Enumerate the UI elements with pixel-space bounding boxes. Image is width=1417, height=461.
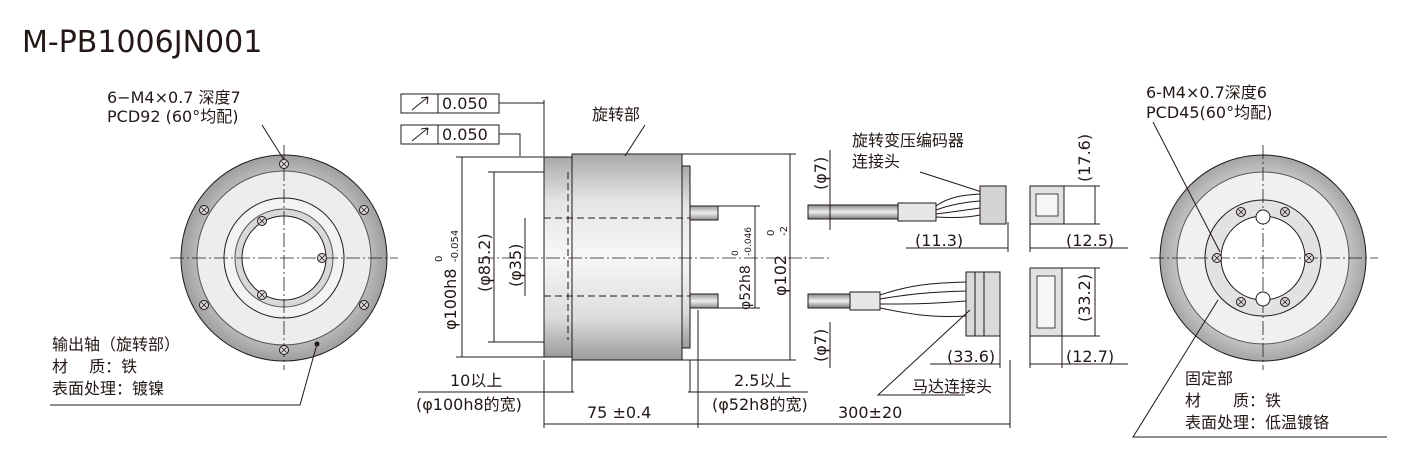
svg-text:0: 0 xyxy=(434,256,445,262)
side-view: 0.050 0.050 旋转部 φ100h8 0 xyxy=(400,93,1011,428)
back-callout-line1: 6-M4×0.7深度6 xyxy=(1146,83,1267,102)
resolver-cable xyxy=(807,204,899,220)
back-pin-holes xyxy=(1255,209,1271,307)
tolerance-frame-2: 0.050 xyxy=(400,124,521,156)
back-callout-leader xyxy=(1152,121,1221,253)
motor-connector-leader xyxy=(876,309,971,396)
dim-cable-length: 300±20 xyxy=(698,360,1011,428)
dim-min2-5: 2.5以上 (φ52h8的宽) xyxy=(688,371,808,414)
dim-phi7-top: (φ7) xyxy=(811,157,830,190)
svg-text:(12.7): (12.7) xyxy=(1066,347,1114,366)
front-callout-line1: 6−M4×0.7 深度7 xyxy=(107,88,241,107)
resolver-leader xyxy=(919,171,986,194)
svg-text:(17.6): (17.6) xyxy=(1075,134,1094,182)
dim-52h8: φ52h8 0 -0.046 xyxy=(718,205,760,310)
back-callout-line2: PCD45(60°均配) xyxy=(1146,103,1272,122)
svg-text:-2: -2 xyxy=(779,226,790,236)
dim-33-2: (33.2) xyxy=(1062,267,1100,337)
svg-text:(φ100h8的宽): (φ100h8的宽) xyxy=(416,395,522,414)
front-note-line3: 表面处理：镀镍 xyxy=(52,379,164,398)
dim-min10: 10以上 (φ100h8的宽) xyxy=(416,371,574,414)
svg-text:(φ52h8的宽): (φ52h8的宽) xyxy=(712,395,808,414)
front-note-line1: 输出轴（旋转部） xyxy=(52,335,180,354)
motor-cable xyxy=(807,293,851,309)
dim-35: (φ35) xyxy=(506,218,526,296)
motor-sleeve xyxy=(849,291,881,311)
front-view: 6−M4×0.7 深度7 PCD92 (60°均配) 输出轴（旋转部） 材 质：… xyxy=(50,88,398,406)
svg-text:0.050: 0.050 xyxy=(442,125,488,144)
back-note-line1: 固定部 xyxy=(1185,369,1233,388)
rotating-part-leader xyxy=(624,124,646,157)
svg-text:0.050: 0.050 xyxy=(442,94,488,113)
svg-text:(33.6): (33.6) xyxy=(947,347,995,366)
svg-text:φ102: φ102 xyxy=(771,255,790,296)
motor-wires xyxy=(879,281,967,318)
resolver-connector xyxy=(979,185,1007,225)
svg-text:0: 0 xyxy=(766,230,777,236)
front-note-line2: 材 质：铁 xyxy=(52,357,137,376)
motor-connector-label: 马达连接头 xyxy=(912,377,992,396)
svg-text:φ100h8: φ100h8 xyxy=(441,269,460,330)
shaft-top xyxy=(689,205,719,221)
svg-text:75 ±0.4: 75 ±0.4 xyxy=(587,403,651,422)
dim-11-3: (11.3) xyxy=(906,222,1009,252)
resolver-label-line1: 旋转变压编码器 xyxy=(852,131,964,150)
shaft-bottom xyxy=(689,293,719,309)
dim-12-5: (12.5) xyxy=(1029,222,1128,252)
svg-text:300±20: 300±20 xyxy=(838,403,902,422)
stator-step xyxy=(681,165,691,349)
back-note-line3: 表面处理：低温镀铬 xyxy=(1185,413,1329,432)
back-note-line2: 材 质：铁 xyxy=(1185,391,1281,410)
dim-12-7: (12.7) xyxy=(1029,336,1128,368)
motor-connector xyxy=(965,271,1001,337)
resolver-wires xyxy=(935,193,981,219)
rotor-flange xyxy=(543,156,573,358)
svg-text:(12.5): (12.5) xyxy=(1066,231,1114,250)
runout-arrow-icon xyxy=(411,96,429,111)
model-title: M-PB1006JN001 xyxy=(22,25,262,60)
svg-text:0: 0 xyxy=(731,250,741,256)
svg-text:-0.046: -0.046 xyxy=(744,227,754,256)
front-callout-leader xyxy=(261,124,285,161)
dim-length: 75 ±0.4 xyxy=(544,403,698,425)
svg-text:10以上: 10以上 xyxy=(450,371,502,390)
svg-text:φ52h8: φ52h8 xyxy=(738,265,754,310)
svg-text:2.5以上: 2.5以上 xyxy=(734,371,791,390)
dim-17-6: (17.6) xyxy=(1064,134,1100,225)
runout-arrow-icon xyxy=(411,127,429,142)
dim-33-6: (33.6) xyxy=(930,336,1001,368)
svg-text:(φ35): (φ35) xyxy=(506,244,525,287)
back-view: 6-M4×0.7深度6 PCD45(60°均配) 固定部 材 质：铁 表面处理：… xyxy=(1132,83,1387,438)
dim-phi7-bottom: (φ7) xyxy=(811,329,830,362)
resolver-label-line2: 连接头 xyxy=(852,152,900,171)
resolver-sleeve xyxy=(897,202,937,222)
motor-body xyxy=(571,153,683,361)
dim-102: φ102 0 -2 xyxy=(682,153,796,361)
tolerance-frame-1: 0.050 xyxy=(400,93,544,114)
dim-85-2: (φ85.2) xyxy=(475,171,544,343)
rotating-part-label: 旋转部 xyxy=(592,105,640,124)
connector-area: 旋转变压编码器 连接头 (φ7) (11.3) (12.5) (17.6) xyxy=(807,131,1128,396)
svg-text:-0.054: -0.054 xyxy=(450,230,461,262)
svg-text:(11.3): (11.3) xyxy=(915,231,963,250)
svg-text:(φ85.2): (φ85.2) xyxy=(475,233,494,292)
svg-text:(33.2): (33.2) xyxy=(1075,274,1094,322)
dim-100h8: φ100h8 0 -0.054 xyxy=(434,156,544,358)
back-note-leader xyxy=(1132,299,1387,438)
front-note-leader xyxy=(50,343,318,406)
front-callout-line2: PCD92 (60°均配) xyxy=(107,107,238,126)
